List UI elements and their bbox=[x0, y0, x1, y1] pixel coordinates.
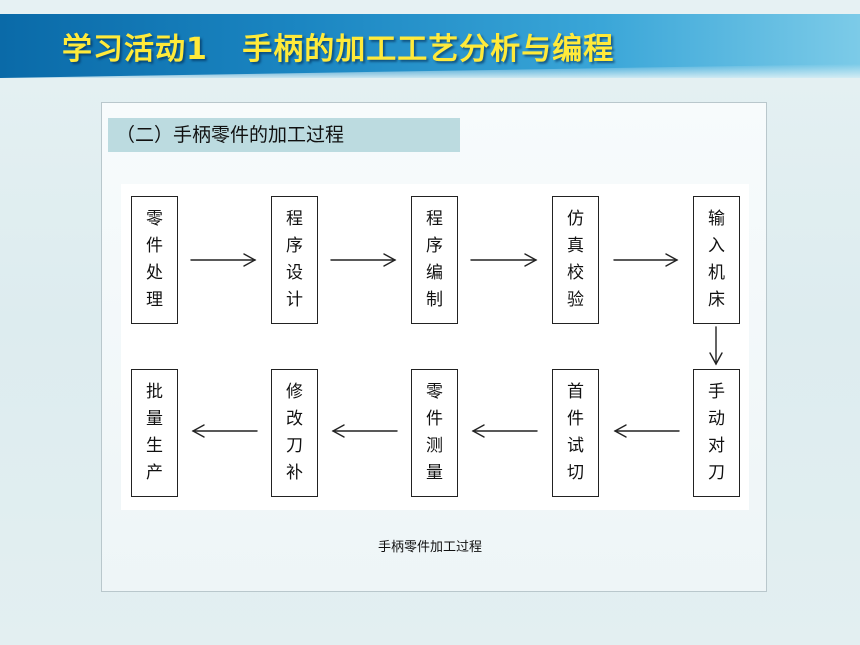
flow-arrows bbox=[190, 253, 723, 438]
step-program-writing: 程序编制 bbox=[411, 196, 458, 324]
step-input-machine: 输入机床 bbox=[693, 196, 740, 324]
step-parts-processing: 零件处理 bbox=[131, 196, 178, 324]
title-bar: 学习活动1 手柄的加工工艺分析与编程 bbox=[0, 14, 860, 78]
arrow-left-icon bbox=[613, 424, 680, 438]
arrow-right-icon bbox=[190, 253, 257, 267]
arrow-right-icon bbox=[470, 253, 538, 267]
step-label: 首件试切 bbox=[567, 382, 584, 483]
process-flow-diagram: 零件处理 程序设计 程序编制 仿真校验 输入机床 批量生产 修改刀补 零件测量 … bbox=[121, 184, 749, 510]
step-label: 零件处理 bbox=[146, 209, 163, 310]
arrow-left-icon bbox=[191, 424, 258, 438]
arrow-right-icon bbox=[330, 253, 397, 267]
step-label: 批量生产 bbox=[146, 382, 163, 483]
step-label: 手动对刀 bbox=[708, 382, 725, 483]
step-manual-tool-setting: 手动对刀 bbox=[693, 369, 740, 497]
step-tool-compensation: 修改刀补 bbox=[271, 369, 318, 497]
step-mass-production: 批量生产 bbox=[131, 369, 178, 497]
diagram-caption: 手柄零件加工过程 bbox=[377, 540, 482, 555]
step-part-measurement: 零件测量 bbox=[411, 369, 458, 497]
slide-title: 学习活动1 手柄的加工工艺分析与编程 bbox=[62, 32, 615, 67]
step-label: 仿真校验 bbox=[567, 209, 584, 310]
step-label: 输入机床 bbox=[708, 209, 725, 310]
arrow-left-icon bbox=[331, 424, 398, 438]
arrow-left-icon bbox=[471, 424, 538, 438]
step-first-piece-trial: 首件试切 bbox=[552, 369, 599, 497]
step-label: 修改刀补 bbox=[286, 382, 303, 483]
step-label: 程序编制 bbox=[426, 209, 443, 310]
step-program-design: 程序设计 bbox=[271, 196, 318, 324]
step-simulation-check: 仿真校验 bbox=[552, 196, 599, 324]
section-label: （二）手柄零件的加工过程 bbox=[108, 118, 460, 152]
step-label: 零件测量 bbox=[426, 382, 443, 483]
arrow-down-icon bbox=[709, 326, 723, 366]
step-label: 程序设计 bbox=[286, 209, 303, 310]
arrow-right-icon bbox=[613, 253, 679, 267]
